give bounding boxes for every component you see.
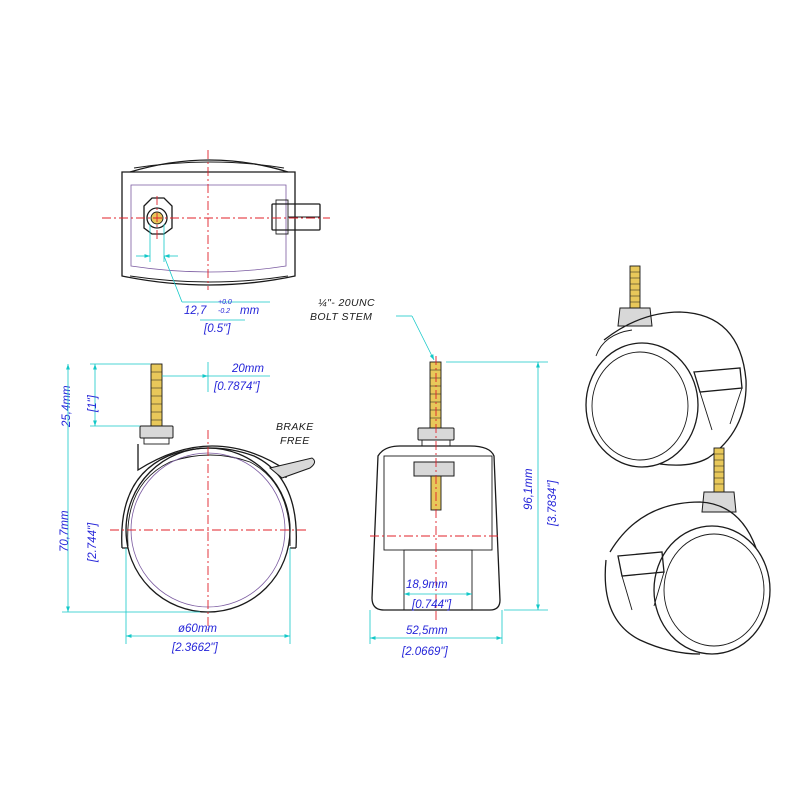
total-width-metric: 52,5mm	[406, 625, 448, 637]
bolt-hole-tolerance-lower: -0.2	[218, 308, 230, 315]
wheel-diameter-imperial: [2.3662"]	[171, 642, 218, 654]
total-height-imperial: [3.7834"]	[547, 480, 559, 527]
front-view: BRAKE FREE 25,4mm [1"] 20mm [0.7874"] 70…	[59, 362, 316, 654]
front-stem	[150, 363, 163, 427]
bolt-stem-label: BOLT STEM	[310, 311, 372, 323]
total-width-imperial: [2.0669"]	[401, 646, 448, 658]
bolt-hole-imperial: [0.5"]	[203, 323, 231, 335]
side-view: ¼"- 20UNC BOLT STEM 96,1mm [3.7834"] 18,…	[310, 297, 559, 658]
bolt-hole-dimension: 12,7	[184, 305, 207, 317]
isometric-view-bottom	[604, 447, 771, 655]
isometric-view-top	[585, 265, 747, 468]
wheel-height-imperial: [2.744"]	[87, 522, 99, 563]
bolt-stem-thread-label: ¼"- 20UNC	[318, 297, 375, 309]
bolt-hole-tolerance-upper: +0.0	[218, 299, 232, 306]
stem-offset-imperial: [0.7874"]	[213, 381, 260, 393]
top-brake-lever	[271, 199, 321, 235]
stem-length-imperial: [1"]	[87, 394, 99, 413]
free-label: FREE	[280, 435, 310, 447]
bolt-hole	[143, 197, 173, 235]
inner-width-metric: 18,9mm	[406, 579, 448, 591]
stem-offset-metric: 20mm	[231, 363, 264, 375]
total-height-metric: 96,1mm	[523, 468, 535, 510]
top-view: 12,7 +0.0 -0.2 mm [0.5"]	[102, 150, 330, 335]
brake-label: BRAKE	[276, 421, 314, 433]
inner-width-imperial: [0.744"]	[411, 599, 452, 611]
wheel-height-metric: 70,7mm	[59, 510, 71, 552]
stem-length-metric: 25,4mm	[61, 385, 73, 428]
wheel-diameter-metric: ø60mm	[178, 623, 217, 635]
brake-pedal	[268, 457, 316, 479]
bolt-hole-unit: mm	[240, 305, 260, 317]
